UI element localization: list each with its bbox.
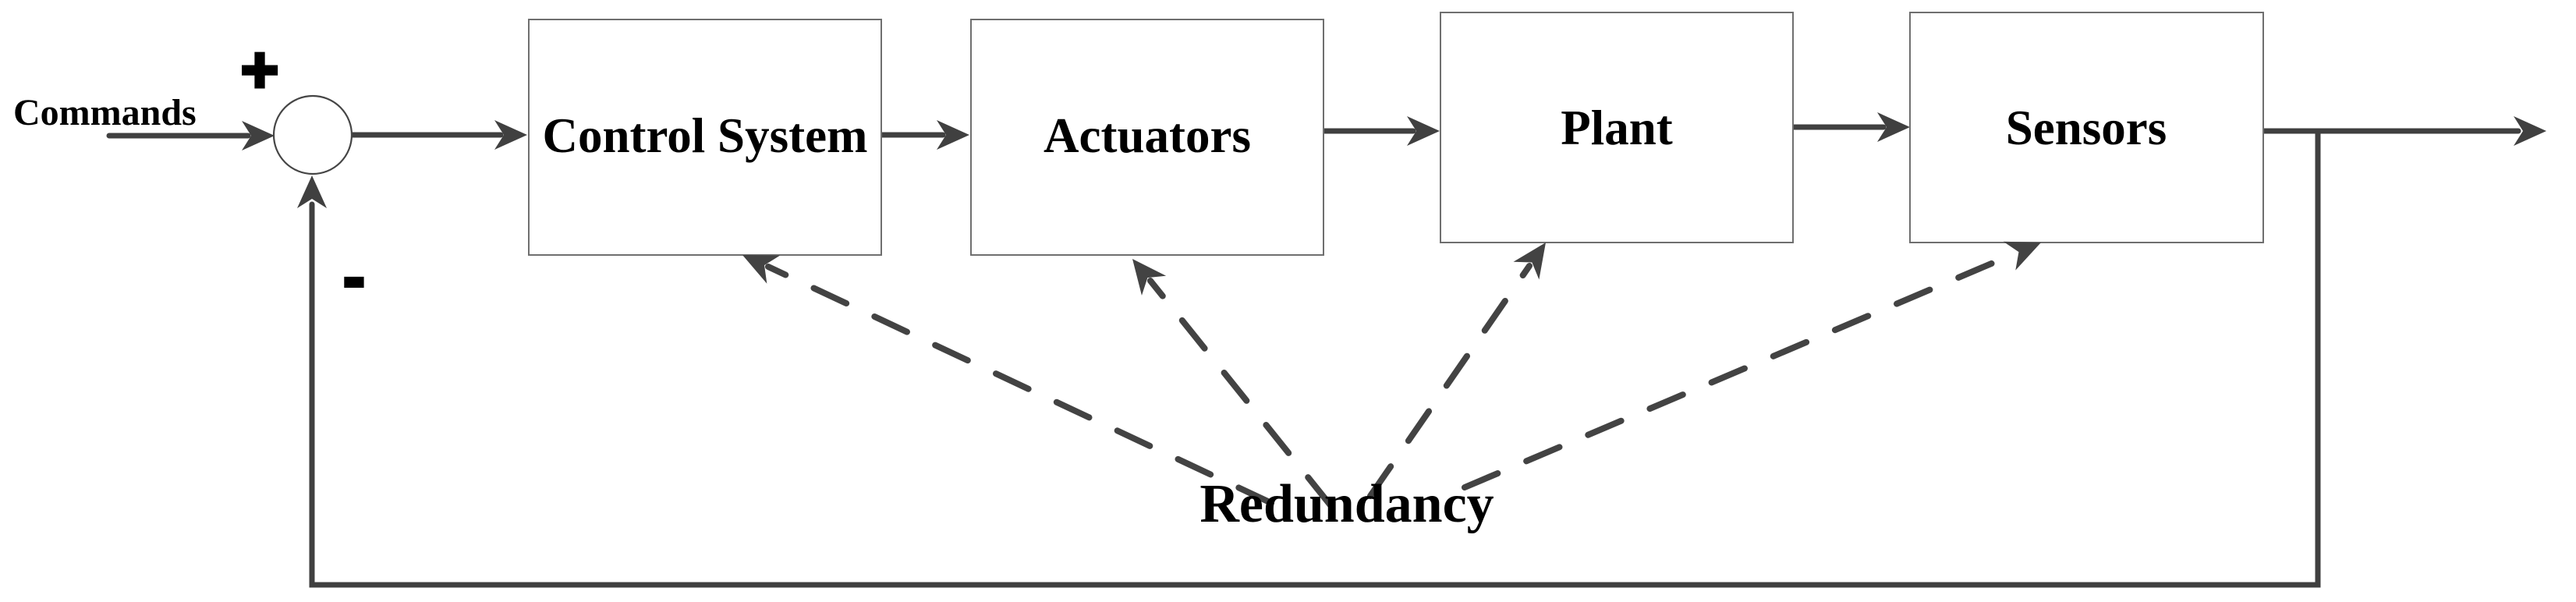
arrowhead-output (2514, 116, 2546, 146)
dashed-arrow-redundancy-to-control-system (765, 264, 1274, 506)
block-plant: Plant (1440, 12, 1794, 243)
block-sensors: Sensors (1909, 12, 2264, 243)
arrowhead-plant-to-sensors (1877, 112, 1910, 142)
block-actuators-box (970, 19, 1324, 256)
dashed-arrow-redundancy-to-sensors (1462, 250, 2018, 490)
dashed-arrowhead-control-system (742, 255, 781, 284)
block-label-plant: Plant (1561, 101, 1673, 155)
plus-sign: + (240, 33, 278, 106)
arrowhead-feedback-to-sum (297, 175, 327, 208)
dashed-arrow-redundancy-to-plant (1367, 263, 1532, 499)
block-actuators: Actuators (970, 19, 1324, 256)
commands-label: Commands (13, 92, 197, 133)
dashed-arrow-redundancy-to-actuators (1147, 278, 1334, 508)
minus-sign: - (343, 240, 365, 313)
arrowhead-sum-to-control-system (494, 120, 527, 150)
block-label-sensors: Sensors (2006, 101, 2167, 155)
block-control-system-box (528, 19, 882, 256)
block-label-actuators: Actuators (1044, 108, 1251, 163)
block-sensors-box (1909, 12, 2264, 243)
summing-junction (272, 94, 353, 175)
arrowhead-control-system-to-actuators (937, 120, 969, 150)
feedback-path-line (309, 129, 2321, 588)
block-label-control-system: Control System (542, 108, 867, 163)
arrowhead-actuators-to-plant (1407, 116, 1440, 146)
arrowhead-commands-to-sum (242, 121, 275, 150)
block-plant-box (1440, 12, 1794, 243)
dashed-arrowhead-plant (1513, 243, 1546, 280)
dashed-arrowhead-actuators (1132, 259, 1167, 296)
block-control-system: Control System (528, 19, 882, 256)
redundancy-label: Redundancy (1199, 474, 1494, 534)
dashed-arrowhead-sensors (2003, 241, 2041, 271)
